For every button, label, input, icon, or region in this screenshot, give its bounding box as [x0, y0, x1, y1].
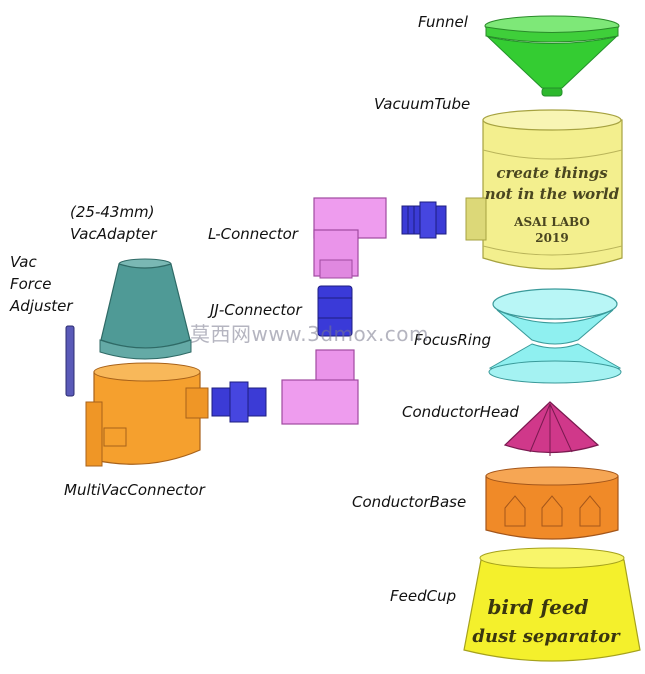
- label-funnel: Funnel: [418, 13, 468, 31]
- l-connector-top-part: [313, 197, 387, 279]
- label-multi-vac-connector: MultiVacConnector: [64, 481, 205, 499]
- label-vacuum-tube: VacuumTube: [374, 95, 471, 113]
- l-connector-bottom-part: [281, 349, 359, 425]
- label-vac-force-line2: Force: [10, 275, 52, 293]
- tube-engraving-line1: create things: [496, 164, 608, 182]
- cup-engraving-line2: dust separator: [472, 626, 621, 647]
- watermark-text: 莫西网www.3dmox.com: [190, 322, 430, 346]
- label-size-range: (25-43mm): [70, 203, 155, 221]
- funnel-part: [484, 15, 620, 97]
- label-conductor-base: ConductorBase: [352, 493, 467, 511]
- vac-adapter-part: [99, 258, 192, 360]
- label-focus-ring: FocusRing: [414, 331, 491, 349]
- conductor-head-part: [503, 401, 600, 456]
- label-vac-force-line1: Vac: [10, 253, 37, 271]
- tube-engraving-year: 2019: [535, 231, 568, 245]
- vac-force-adjuster-part: [65, 325, 75, 397]
- blue-threaded-connector-top: [401, 201, 447, 239]
- label-vac-force-line3: Adjuster: [10, 297, 73, 315]
- label-l-connector: L-Connector: [208, 225, 298, 243]
- jj-connector-part: [317, 285, 353, 337]
- feed-cup-part: bird feed dust separator: [463, 547, 641, 662]
- label-vac-adapter: VacAdapter: [70, 225, 157, 243]
- focus-ring-part: [488, 288, 622, 384]
- label-feed-cup: FeedCup: [390, 587, 457, 605]
- multi-vac-connector-part: [85, 362, 209, 467]
- label-conductor-head: ConductorHead: [402, 403, 519, 421]
- label-jj-connector: JJ-Connector: [210, 301, 302, 319]
- tube-engraving-line2: not in the world: [485, 185, 620, 203]
- vacuum-tube-part: create things not in the world ASAI LABO…: [465, 109, 623, 270]
- blue-threaded-connector-bottom: [211, 381, 267, 423]
- cup-engraving-line1: bird feed: [487, 595, 588, 619]
- conductor-base-part: [485, 466, 619, 540]
- tube-engraving-brand: ASAI LABO: [513, 215, 590, 229]
